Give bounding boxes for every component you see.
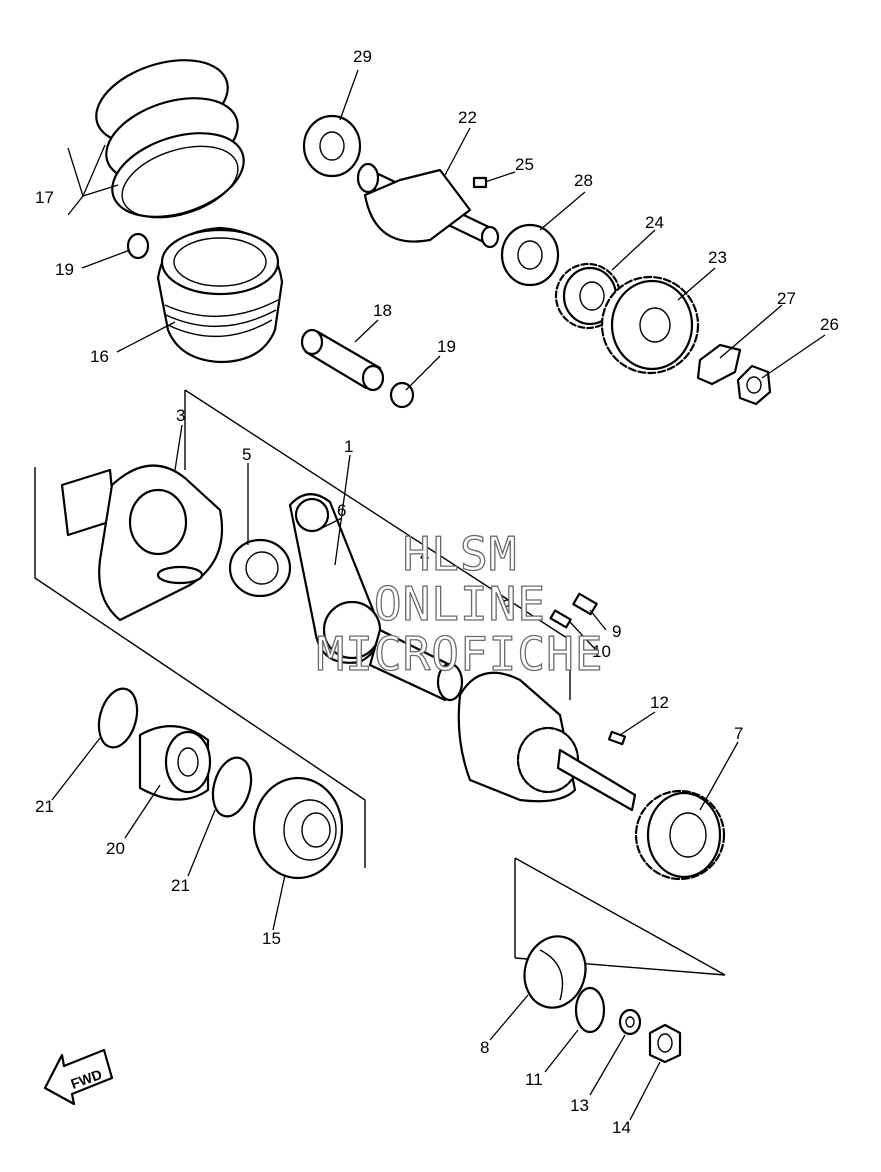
- gear-23: [600, 275, 700, 375]
- leader-lines: [51, 69, 826, 1121]
- callout-7: 7: [734, 724, 743, 743]
- callout-2: 2: [502, 596, 511, 615]
- key-25: [472, 176, 488, 189]
- piston: [156, 226, 284, 364]
- balancer-shaft: [356, 162, 500, 249]
- circlip-11: [574, 986, 606, 1034]
- watermark: HLSM ONLINE MICROFICHE: [316, 526, 604, 681]
- callout-5: 5: [242, 445, 251, 464]
- watermark-line-2: ONLINE: [374, 577, 546, 631]
- callout-6: 6: [337, 501, 346, 520]
- piston-pin: [300, 328, 385, 392]
- callout-22: 22: [458, 108, 477, 127]
- piston-rings: [95, 59, 245, 219]
- callout-24: 24: [645, 213, 664, 232]
- circlip-21-left: [97, 687, 139, 749]
- gear-7: [634, 789, 726, 881]
- nut-14: [648, 1023, 682, 1064]
- callout-25: 25: [515, 155, 534, 174]
- callout-3: 3: [176, 406, 185, 425]
- connecting-rod: [288, 493, 382, 664]
- callout-23: 23: [708, 248, 727, 267]
- callout-16: 16: [90, 347, 109, 366]
- callout-15: 15: [262, 929, 281, 948]
- bearing-15: [252, 776, 344, 880]
- key-12: [607, 730, 627, 746]
- watermark-line-3: MICROFICHE: [317, 627, 604, 681]
- callout-17: 17: [35, 188, 54, 207]
- callout-20: 20: [106, 839, 125, 858]
- callout-1: 1: [344, 437, 353, 456]
- callout-4: 4: [420, 546, 429, 565]
- callout-26: 26: [820, 315, 839, 334]
- callout-10: 10: [592, 642, 611, 661]
- crank-pin: [368, 628, 464, 702]
- crank-web-right: [457, 671, 637, 812]
- callout-28: 28: [574, 171, 593, 190]
- callout-21-left: 21: [35, 797, 54, 816]
- callout-19-right: 19: [437, 337, 456, 356]
- fwd-arrow-icon: FWD: [43, 1048, 114, 1106]
- nut-26: [736, 364, 772, 406]
- callout-27: 27: [777, 289, 796, 308]
- collar-20: [138, 725, 212, 801]
- callout-14: 14: [612, 1118, 631, 1137]
- callout-12: 12: [650, 693, 669, 712]
- callout-8: 8: [480, 1038, 489, 1057]
- piston-pin-clip-left: [126, 232, 150, 260]
- lock-washer: [696, 343, 742, 386]
- needle-bearing: [228, 538, 292, 598]
- pin-10: [549, 609, 572, 629]
- callout-29: 29: [353, 47, 372, 66]
- callout-21-right: 21: [171, 876, 190, 895]
- circlip-21-right: [211, 756, 253, 818]
- bearing-29: [302, 114, 362, 178]
- callout-18: 18: [373, 301, 392, 320]
- spring-9: [572, 592, 598, 616]
- washer-13: [618, 1008, 642, 1036]
- bearing-28: [500, 223, 560, 287]
- watermark-line-1: HLSM: [403, 527, 518, 581]
- callout-19-left: 19: [55, 260, 74, 279]
- callout-labels: 1 2 3 4 5 6 7 8 9 10 11 12 13 14 15 16 1…: [35, 47, 839, 1137]
- callout-13: 13: [570, 1096, 589, 1115]
- callout-11: 11: [525, 1070, 543, 1089]
- crank-web-left: [60, 464, 224, 622]
- plate-8: [523, 935, 587, 1009]
- callout-9: 9: [612, 622, 621, 641]
